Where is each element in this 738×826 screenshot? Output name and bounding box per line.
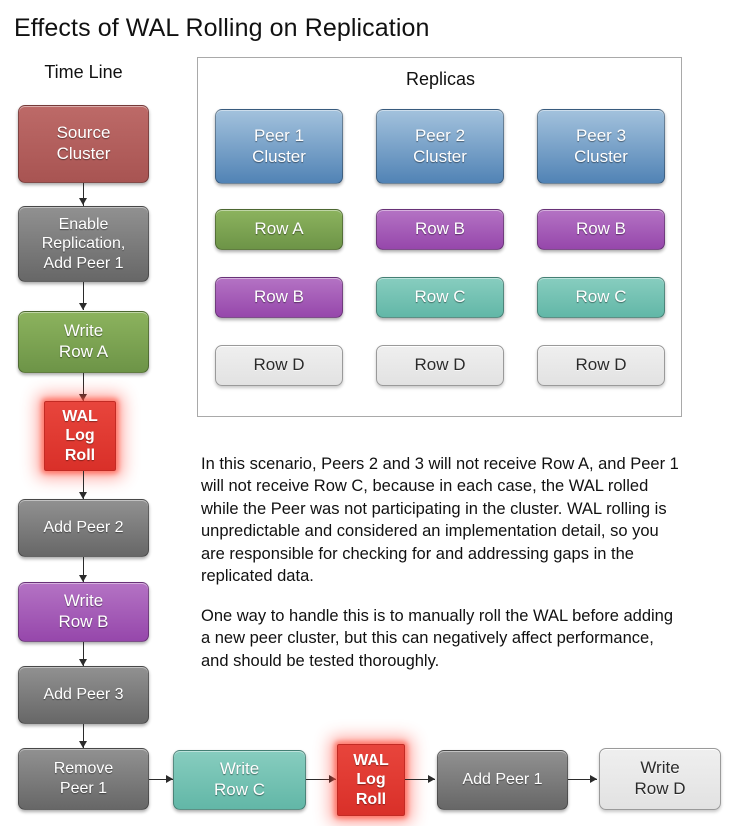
node-label: Row D xyxy=(253,355,305,375)
timeline-node-write-row-a[interactable]: Write Row A xyxy=(18,311,149,373)
connector-line xyxy=(149,779,173,780)
node-label: Row D xyxy=(575,355,627,375)
replica-row-p3-1[interactable]: Row C xyxy=(537,277,665,318)
node-label: Row C xyxy=(414,287,466,307)
node-label: Row B xyxy=(414,219,466,239)
node-label: Add Peer 3 xyxy=(43,686,124,704)
connector-arrow xyxy=(428,775,435,783)
connector-line xyxy=(83,183,84,206)
replica-row-p2-2[interactable]: Row D xyxy=(376,345,504,386)
flow-node-write-row-c[interactable]: Write Row C xyxy=(173,750,306,810)
node-label: Remove Peer 1 xyxy=(53,760,114,797)
replicas-header: Replicas xyxy=(405,69,476,89)
connector-arrow xyxy=(329,775,336,783)
connector-arrow xyxy=(79,198,87,205)
timeline-node-enable-replication[interactable]: Enable Replication, Add Peer 1 xyxy=(18,206,149,282)
replica-row-p2-1[interactable]: Row C xyxy=(376,277,504,318)
node-label: Write Row A xyxy=(58,321,109,361)
connector-line xyxy=(83,724,84,748)
connector-line xyxy=(83,471,84,499)
node-label: Peer 2 Cluster xyxy=(413,125,467,166)
connector-arrow xyxy=(166,775,173,783)
flow-node-write-row-d[interactable]: Write Row D xyxy=(599,748,721,810)
replica-row-p1-1[interactable]: Row B xyxy=(215,277,343,318)
connector-line xyxy=(568,779,597,780)
connector-line xyxy=(405,779,435,780)
node-label: Add Peer 1 xyxy=(462,771,543,789)
node-label: Row A xyxy=(254,219,304,239)
node-label: Add Peer 2 xyxy=(43,519,124,537)
flow-node-add-peer-1[interactable]: Add Peer 1 xyxy=(437,750,568,810)
replica-row-p1-0[interactable]: Row A xyxy=(215,209,343,250)
timeline-node-source-cluster[interactable]: Source Cluster xyxy=(18,105,149,183)
flow-node-wal-log-roll[interactable]: WAL Log Roll xyxy=(337,744,405,816)
replica-row-p3-2[interactable]: Row D xyxy=(537,345,665,386)
node-label: WAL Log Roll xyxy=(353,751,389,808)
connector-arrow xyxy=(590,775,597,783)
replica-row-p3-0[interactable]: Row B xyxy=(537,209,665,250)
timeline-node-add-peer-2[interactable]: Add Peer 2 xyxy=(18,499,149,557)
node-label: Enable Replication, Add Peer 1 xyxy=(41,215,126,272)
node-label: Write Row B xyxy=(58,591,109,631)
node-label: Peer 1 Cluster xyxy=(252,125,306,166)
node-label: Write Row D xyxy=(634,758,686,798)
connector-line xyxy=(83,642,84,666)
connector-line xyxy=(83,557,84,582)
replicas-panel: Replicas Peer 1 Cluster Row A Row B Row … xyxy=(197,57,682,417)
replica-row-p2-0[interactable]: Row B xyxy=(376,209,504,250)
timeline-node-add-peer-3[interactable]: Add Peer 3 xyxy=(18,666,149,724)
timeline-node-write-row-b[interactable]: Write Row B xyxy=(18,582,149,642)
node-label: Row B xyxy=(253,287,305,307)
node-label: Write Row C xyxy=(213,759,265,799)
node-label: Row B xyxy=(575,219,627,239)
connector-line xyxy=(83,282,84,310)
connector-arrow xyxy=(79,303,87,310)
replica-cluster-peer-1[interactable]: Peer 1 Cluster xyxy=(215,109,343,184)
node-label: Row C xyxy=(575,287,627,307)
node-label: Source Cluster xyxy=(56,123,111,163)
connector-line xyxy=(83,373,84,401)
flow-node-remove-peer-1[interactable]: Remove Peer 1 xyxy=(18,748,149,810)
connector-arrow xyxy=(79,394,87,401)
note-paragraph-1: In this scenario, Peers 2 and 3 will not… xyxy=(201,455,679,586)
replica-cluster-peer-2[interactable]: Peer 2 Cluster xyxy=(376,109,504,184)
replica-cluster-peer-3[interactable]: Peer 3 Cluster xyxy=(537,109,665,184)
page-title: Effects of WAL Rolling on Replication xyxy=(14,14,430,42)
connector-line xyxy=(306,779,336,780)
node-label: Peer 3 Cluster xyxy=(574,125,628,166)
connector-arrow xyxy=(79,492,87,499)
node-label: Row D xyxy=(414,355,466,375)
connector-arrow xyxy=(79,659,87,666)
timeline-node-wal-log-roll[interactable]: WAL Log Roll xyxy=(44,401,116,471)
replica-row-p1-2[interactable]: Row D xyxy=(215,345,343,386)
node-label: WAL Log Roll xyxy=(62,407,98,464)
connector-arrow xyxy=(79,575,87,582)
connector-arrow xyxy=(79,741,87,748)
timeline-header: Time Line xyxy=(44,62,123,82)
note-paragraph-2: One way to handle this is to manually ro… xyxy=(201,607,674,670)
